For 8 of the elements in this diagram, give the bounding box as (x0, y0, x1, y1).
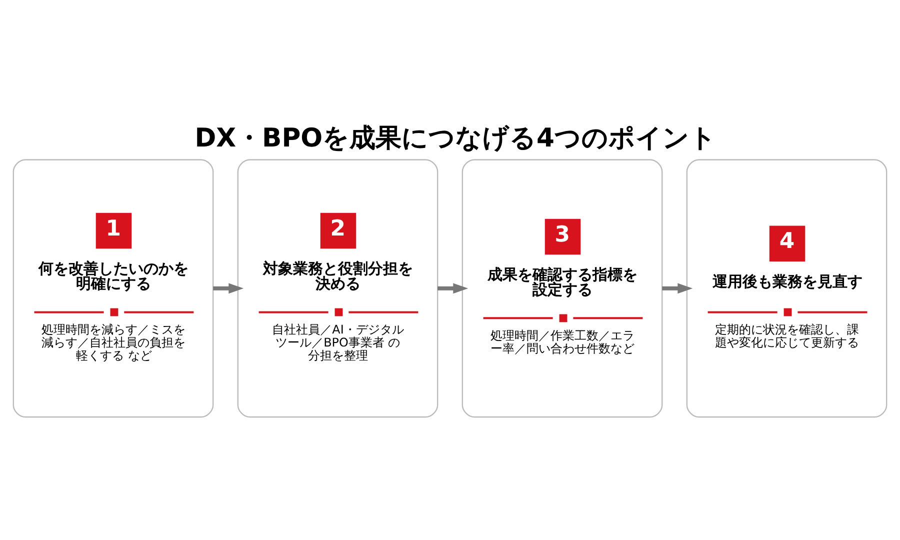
node-box: 2 対象業務と役割分担を決める 自社社員／AI・デジタルツール／BPO事業者 の分担を整理 (237, 159, 438, 418)
node-box: 3 成果を確認する指標を設定する 処理時間／作業工数／エラー率／問い合わせ件数など (462, 159, 663, 418)
arrow (213, 283, 244, 294)
diagram-title: DX・BPOを成果につなげる4つのポイント (194, 124, 717, 154)
node-box: 1 何を改善したいのかを明確にする 処理時間を減らす／ミスを減らす／自社社員の負担を軽くする など (12, 159, 214, 418)
arrow (662, 283, 693, 294)
node-box: 4 運用後も業務を見直す 定期的に状況を確認し、課題や変化に応じて更新する (686, 159, 888, 418)
arrow (438, 283, 468, 294)
